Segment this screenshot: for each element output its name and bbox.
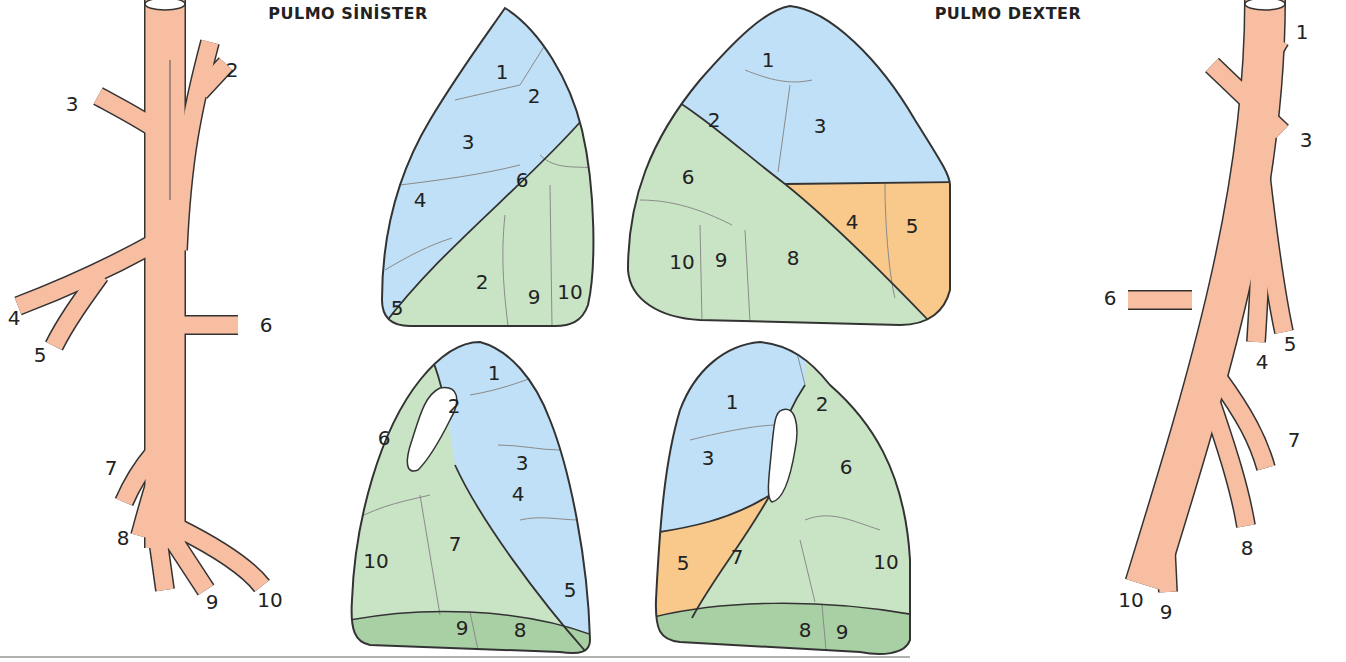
right-lung-medial [640, 330, 920, 662]
segment-number: 5 [564, 580, 577, 600]
segment-number: 1 [726, 392, 739, 412]
segment-number: 3 [66, 94, 79, 114]
segment-number: 2 [816, 394, 829, 414]
segment-number: 6 [840, 457, 853, 477]
segment-number: 8 [799, 620, 812, 640]
segment-number: 9 [206, 592, 219, 612]
segment-number: 5 [391, 298, 404, 318]
segment-number: 3 [814, 116, 827, 136]
segment-number: 7 [1288, 430, 1301, 450]
segment-number: 6 [682, 167, 695, 187]
segment-number: 4 [846, 212, 859, 232]
bronchial-tree-left [18, 0, 262, 590]
segment-number: 5 [1284, 334, 1297, 354]
segment-number: 6 [1104, 288, 1117, 308]
segment-number: 6 [378, 428, 391, 448]
segment-number: 9 [715, 250, 728, 270]
segment-number: 1 [496, 62, 509, 82]
left-lung-lateral [300, 0, 610, 340]
segment-number: 10 [1118, 590, 1143, 610]
segment-number: 8 [1241, 538, 1254, 558]
segment-number: 3 [516, 453, 529, 473]
segment-number: 3 [462, 132, 475, 152]
segment-number: 6 [516, 170, 529, 190]
lung-heading: PULMO DEXTER [935, 6, 1082, 22]
segment-number: 9 [836, 622, 849, 642]
segment-number: 4 [1256, 352, 1269, 372]
segment-number: 1 [762, 50, 775, 70]
rule-line [0, 656, 910, 658]
segment-number: 10 [363, 551, 388, 571]
segment-number: 2 [528, 86, 541, 106]
segment-number: 5 [34, 345, 47, 365]
segment-number: 2 [226, 60, 239, 80]
segment-number: 9 [528, 287, 541, 307]
right-lung-lateral [600, 0, 960, 340]
segment-number: 8 [787, 248, 800, 268]
lung-heading: PULMO SİNİSTER [268, 6, 428, 22]
segment-number: 4 [8, 308, 21, 328]
segment-number: 8 [117, 528, 130, 548]
segment-number: 4 [414, 190, 427, 210]
segment-number: 1 [488, 363, 501, 383]
segment-number: 8 [514, 620, 527, 640]
segment-number: 4 [512, 484, 525, 504]
segment-number: 2 [476, 272, 489, 292]
segment-number: 10 [257, 590, 282, 610]
segment-number: 5 [677, 553, 690, 573]
segment-number: 9 [1160, 602, 1173, 622]
segment-number: 3 [702, 448, 715, 468]
segment-number: 7 [731, 547, 744, 567]
left-lung-medial [340, 330, 600, 662]
segment-number: 3 [1300, 130, 1313, 150]
segment-number: 10 [669, 252, 694, 272]
segment-number: 7 [449, 534, 462, 554]
segment-number: 5 [906, 216, 919, 236]
segment-number: 10 [873, 552, 898, 572]
bronchial-tree-right [1128, 0, 1285, 592]
segment-number: 6 [260, 315, 273, 335]
segment-number: 10 [557, 282, 582, 302]
segment-number: 1 [1296, 22, 1309, 42]
segment-number: 2 [448, 396, 461, 416]
segment-number: 9 [456, 618, 469, 638]
segment-number: 2 [708, 110, 721, 130]
segment-number: 7 [105, 458, 118, 478]
